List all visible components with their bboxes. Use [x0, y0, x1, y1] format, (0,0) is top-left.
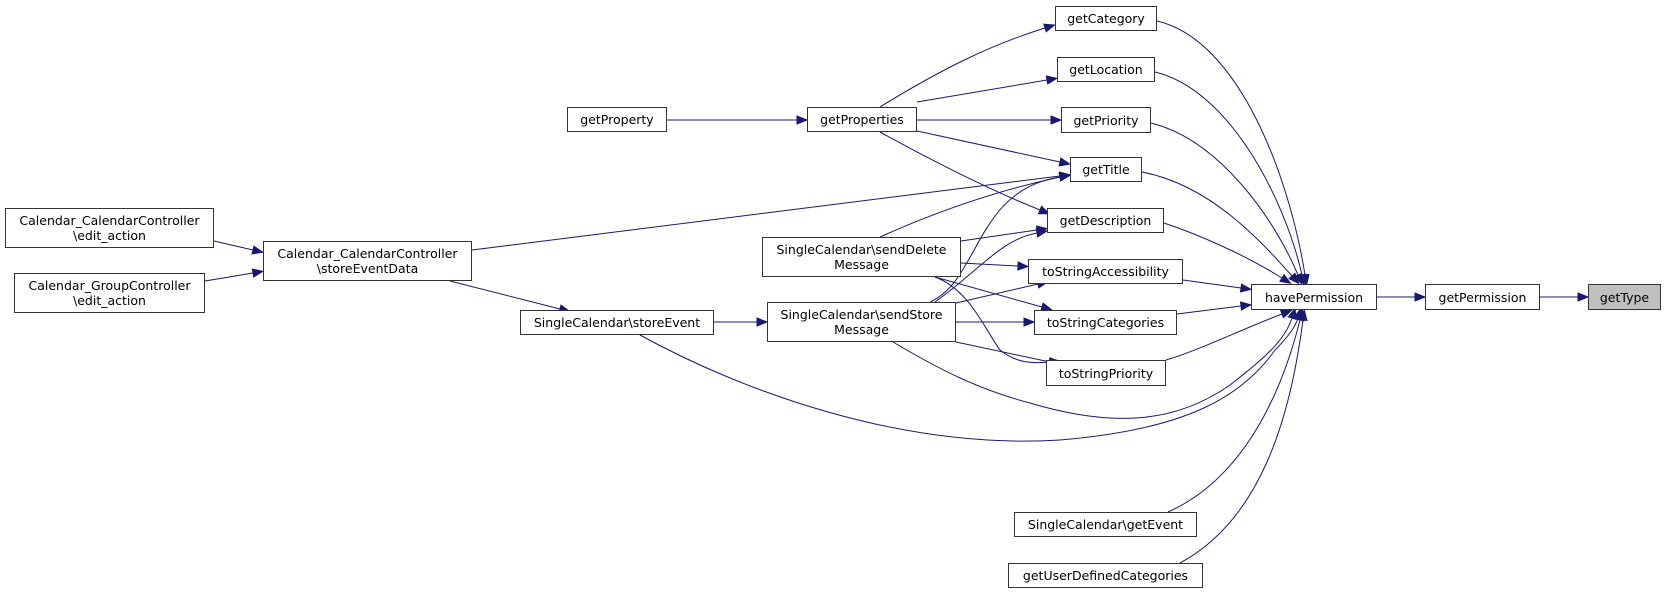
- arrowhead-icon: [1239, 283, 1253, 293]
- node-sendStoreMessage[interactable]: SingleCalendar\sendStore Message: [767, 302, 956, 342]
- node-getLocation[interactable]: getLocation: [1057, 57, 1155, 82]
- edge-line: [1179, 319, 1304, 564]
- node-getDescription[interactable]: getDescription: [1047, 208, 1164, 233]
- edge-sendDeleteMessage-to-toStringAccessibility: [960, 261, 1030, 271]
- arrowhead-icon: [1043, 23, 1056, 33]
- node-toStringPriority[interactable]: toStringPriority: [1046, 360, 1166, 386]
- arrowhead-icon: [1279, 309, 1293, 319]
- edge-line: [1176, 305, 1242, 315]
- edge-calEditAction-to-storeEventData: [213, 240, 265, 255]
- edge-getProperty-to-getProperties: [667, 115, 809, 125]
- arrowhead-icon: [1023, 317, 1036, 327]
- arrowhead-icon: [1035, 228, 1049, 238]
- arrowhead-icon: [1577, 292, 1590, 302]
- edge-groupEditAction-to-storeEventData: [204, 268, 265, 282]
- edge-toStringPriority-to-havePermission: [1165, 309, 1293, 361]
- arrowhead-icon: [1050, 115, 1063, 125]
- node-calendarController-edit-action[interactable]: Calendar_CalendarController \edit_action: [5, 208, 214, 248]
- edge-getProperties-to-getTitle: [916, 130, 1072, 167]
- node-getProperty[interactable]: getProperty: [567, 107, 667, 132]
- edge-line: [916, 79, 1048, 103]
- edge-getProperties-to-getLocation: [916, 75, 1059, 103]
- edge-getCategory-to-havePermission: [1156, 20, 1310, 287]
- arrowhead-icon: [1037, 205, 1051, 215]
- arrowhead-icon: [796, 115, 809, 125]
- edge-line: [639, 317, 1299, 442]
- node-sendDeleteMessage[interactable]: SingleCalendar\sendDelete Message: [762, 237, 961, 277]
- edge-getUserDefinedCategories-to-havePermission: [1179, 308, 1308, 564]
- arrowhead-icon: [756, 317, 769, 327]
- arrowhead-icon: [1414, 292, 1427, 302]
- edge-getTitle-to-havePermission: [1141, 171, 1300, 285]
- node-toStringCategories[interactable]: toStringCategories: [1034, 310, 1177, 335]
- arrowhead-icon: [1017, 261, 1030, 271]
- edge-line: [1182, 279, 1242, 289]
- node-getCategory[interactable]: getCategory: [1055, 6, 1157, 31]
- edge-line: [879, 27, 1046, 108]
- edge-toStringAccessibility-to-havePermission: [1182, 279, 1253, 293]
- edge-getDescription-to-havePermission: [1163, 222, 1292, 284]
- edge-line: [934, 232, 1038, 303]
- edge-getProperties-to-getCategory: [879, 23, 1056, 108]
- edge-line: [471, 175, 1061, 251]
- edge-line: [204, 272, 254, 282]
- edge-line: [879, 176, 1061, 238]
- edge-line: [213, 240, 254, 251]
- edge-line: [892, 317, 1293, 419]
- node-toStringAccessibility[interactable]: toStringAccessibility: [1028, 259, 1183, 284]
- edge-line: [1167, 319, 1301, 513]
- node-storeEventData[interactable]: Calendar_CalendarController \storeEventD…: [263, 241, 472, 281]
- edge-line: [1150, 122, 1299, 276]
- arrowhead-icon: [251, 245, 265, 255]
- edge-line: [916, 130, 1061, 163]
- edge-line: [1154, 71, 1303, 276]
- edge-storeEvent-to-sendStoreMessage: [714, 317, 769, 327]
- node-getPriority[interactable]: getPriority: [1061, 107, 1151, 133]
- edge-line: [1163, 222, 1283, 279]
- arrowhead-icon: [1298, 308, 1308, 322]
- arrowhead-icon: [1279, 273, 1292, 284]
- node-getEvent[interactable]: SingleCalendar\getEvent: [1014, 512, 1197, 537]
- edge-line: [879, 131, 1041, 211]
- arrowhead-icon: [1058, 157, 1072, 167]
- edge-line: [934, 276, 1043, 308]
- edge-line: [955, 283, 1039, 304]
- node-getType: getType: [1588, 284, 1661, 310]
- node-havePermission[interactable]: havePermission: [1251, 284, 1377, 310]
- edge-line: [929, 176, 1061, 303]
- node-groupController-edit-action[interactable]: Calendar_GroupController \edit_action: [14, 273, 205, 313]
- node-storeEvent[interactable]: SingleCalendar\storeEvent: [520, 310, 714, 335]
- edge-line: [1141, 171, 1293, 277]
- arrowhead-icon: [1058, 172, 1072, 182]
- edge-getProperties-to-getDescription: [879, 131, 1051, 215]
- node-getPermission[interactable]: getPermission: [1425, 284, 1540, 310]
- edge-getPermission-to-getType: [1540, 292, 1590, 302]
- edge-storeEventData-to-storeEvent: [449, 280, 571, 314]
- edge-line: [1156, 20, 1306, 276]
- edge-line: [960, 229, 1038, 242]
- arrowhead-icon: [1045, 75, 1059, 85]
- edge-toStringCategories-to-havePermission: [1176, 301, 1253, 315]
- edge-line: [955, 341, 1051, 363]
- edge-line: [960, 262, 1019, 267]
- edge-sendStoreMessage-to-getDescription: [934, 228, 1049, 303]
- arrowhead-icon: [1288, 272, 1300, 285]
- arrowhead-icon: [1239, 301, 1253, 311]
- edge-storeEvent-to-havePermission: [639, 307, 1303, 442]
- edge-getProperties-to-getPriority: [917, 115, 1063, 125]
- edge-line: [934, 276, 1051, 364]
- node-getProperties[interactable]: getProperties: [807, 107, 917, 132]
- node-getTitle[interactable]: getTitle: [1070, 157, 1142, 182]
- edge-line: [449, 280, 561, 310]
- edge-sendStoreMessage-to-getTitle: [929, 172, 1072, 303]
- arrowhead-icon: [251, 268, 265, 278]
- edge-havePermission-to-getPermission: [1377, 292, 1427, 302]
- node-getUserDefinedCategories[interactable]: getUserDefinedCategories: [1008, 563, 1203, 588]
- edge-getLocation-to-havePermission: [1154, 71, 1307, 287]
- edge-line: [1165, 313, 1283, 361]
- edge-sendStoreMessage-to-toStringCategories: [956, 317, 1036, 327]
